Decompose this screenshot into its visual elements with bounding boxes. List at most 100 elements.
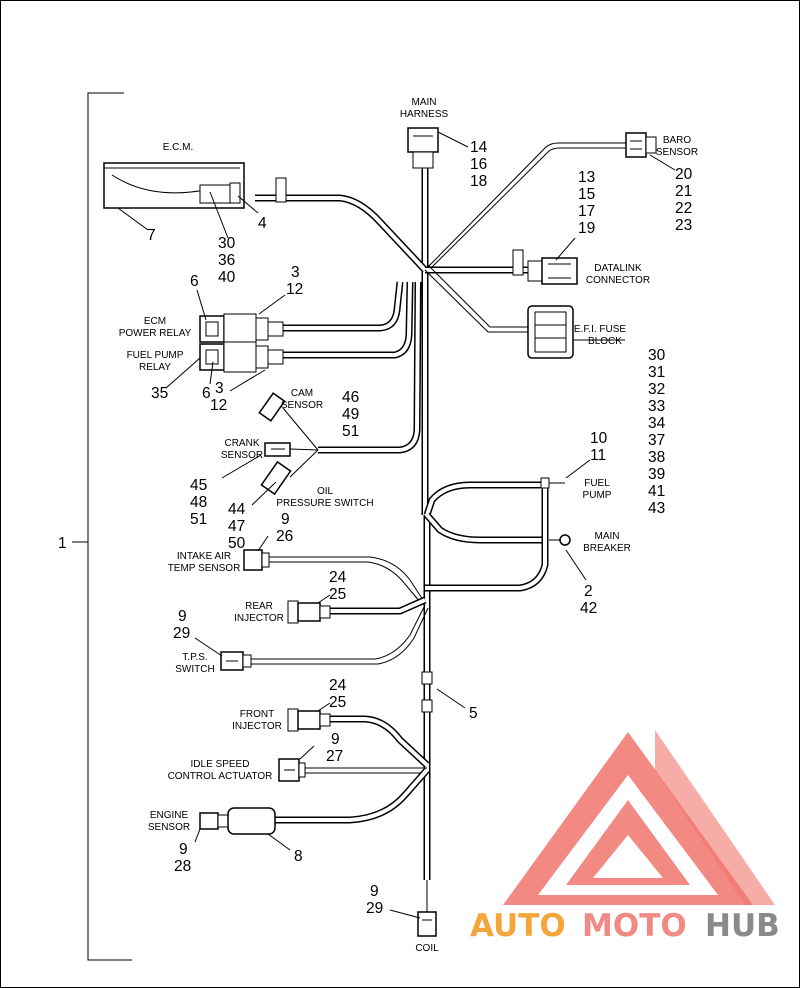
callout: 30 <box>648 347 666 364</box>
callout: 31 <box>648 364 665 381</box>
callout: 9 <box>370 883 379 900</box>
callout: 33 <box>648 398 665 415</box>
callout: 2 <box>584 583 593 600</box>
callout: 26 <box>276 528 293 545</box>
callout: 29 <box>366 900 383 917</box>
callout: 9 <box>331 731 340 748</box>
callout: 4 <box>258 215 267 232</box>
label-tps-2: SWITCH <box>175 664 214 675</box>
harness-wires <box>250 142 628 912</box>
callout: 7 <box>147 227 156 244</box>
label-fp-relay-1: FUEL PUMP <box>127 350 184 361</box>
label-datalink-2: CONNECTOR <box>586 275 650 286</box>
callout: 6 <box>190 273 199 290</box>
label-breaker-1: MAIN <box>595 531 620 542</box>
label-breaker-2: BREAKER <box>583 543 631 554</box>
ecm-power-relay <box>199 313 284 345</box>
callout: 36 <box>218 252 235 269</box>
callout: 49 <box>342 406 359 423</box>
callout: 27 <box>326 748 343 765</box>
label-ecm: E.C.M. <box>163 142 194 153</box>
label-fuse-2: BLOCK <box>588 336 622 347</box>
crank-sensor-connector <box>264 442 291 457</box>
watermark-auto: AUTO <box>470 908 566 944</box>
engine-sensor-connector <box>199 807 276 835</box>
automotohub-logo-icon <box>503 730 775 905</box>
label-rear-inj-2: INJECTOR <box>234 613 284 624</box>
label-baro-1: BARO <box>663 135 692 146</box>
callout: 39 <box>648 466 665 483</box>
callout: 10 <box>590 430 608 447</box>
efi-fuse-block <box>527 305 574 359</box>
callout: 6 <box>202 385 211 402</box>
callout: 11 <box>590 447 606 464</box>
label-fuse-1: E.F.I. FUSE <box>574 324 627 335</box>
callout: 45 <box>190 477 207 494</box>
callout: 35 <box>151 385 168 402</box>
callout: 37 <box>648 432 665 449</box>
intake-air-temp-sensor-connector <box>243 549 270 571</box>
assembly-bracket <box>72 92 132 961</box>
callout: 48 <box>190 494 207 511</box>
label-rear-inj-1: REAR <box>245 601 273 612</box>
label-ecm-relay-1: ECM <box>144 316 166 327</box>
label-cam-2: SENSOR <box>281 400 323 411</box>
callout: 8 <box>294 848 303 865</box>
label-coil: COIL <box>415 943 439 954</box>
label-front-inj-2: INJECTOR <box>232 721 282 732</box>
callout: 21 <box>675 183 692 200</box>
label-datalink-1: DATALINK <box>594 263 642 274</box>
callout: 12 <box>210 397 227 414</box>
callout: 13 <box>578 169 595 186</box>
label-crank-1: CRANK <box>224 438 259 449</box>
callout: 51 <box>190 511 207 528</box>
callout: 5 <box>469 705 478 722</box>
callout: 47 <box>228 518 245 535</box>
main-breaker-terminal <box>549 534 571 546</box>
callout: 43 <box>648 500 665 517</box>
tps-switch-connector <box>220 651 252 671</box>
label-cam-1: CAM <box>291 388 313 399</box>
label-baro-2: SENSOR <box>656 147 698 158</box>
component-labels: MAIN HARNESS E.C.M. BARO SENSOR DATALINK… <box>119 97 698 954</box>
callout: 17 <box>578 203 595 220</box>
label-engine-1: ENGINE <box>150 810 189 821</box>
label-fuel-pump-2: PUMP <box>583 490 612 501</box>
label-ecm-relay-2: POWER RELAY <box>119 328 192 339</box>
label-oil-2: PRESSURE SWITCH <box>276 498 373 509</box>
callout: 12 <box>286 281 303 298</box>
callout: 29 <box>173 625 190 642</box>
callout: 34 <box>648 415 666 432</box>
label-crank-2: SENSOR <box>221 450 263 461</box>
label-fp-relay-2: RELAY <box>139 362 171 373</box>
label-oil-1: OIL <box>317 486 334 497</box>
watermark-hub: HUB <box>705 908 780 944</box>
datalink-connector <box>512 249 578 285</box>
callout: 41 <box>648 483 665 500</box>
callout: 25 <box>329 694 346 711</box>
label-main-harness-1: MAIN <box>412 97 437 108</box>
label-idle-1: IDLE SPEED <box>191 759 250 770</box>
callout: 14 <box>470 139 488 156</box>
callout: 1 <box>58 535 67 552</box>
callout: 50 <box>228 535 246 552</box>
callout: 46 <box>342 389 359 406</box>
label-fuel-pump-1: FUEL <box>584 478 610 489</box>
callout: 24 <box>329 677 347 694</box>
coil-connector <box>417 911 437 937</box>
cam-sensor-connector <box>258 392 286 422</box>
ecm-module <box>103 162 287 209</box>
callout: 16 <box>470 156 487 173</box>
callout: 9 <box>281 511 290 528</box>
main-harness-connector <box>407 127 439 169</box>
label-iat-1: INTAKE AIR <box>177 551 231 562</box>
automotohub-watermark: AUTO MOTO HUB <box>470 908 780 944</box>
callout: 32 <box>648 381 665 398</box>
label-tps-1: T.P.S. <box>182 652 207 663</box>
callout: 25 <box>329 586 346 603</box>
callout: 3 <box>215 380 224 397</box>
callout: 44 <box>228 501 246 518</box>
callout: 42 <box>580 600 597 617</box>
callout: 3 <box>291 264 300 281</box>
